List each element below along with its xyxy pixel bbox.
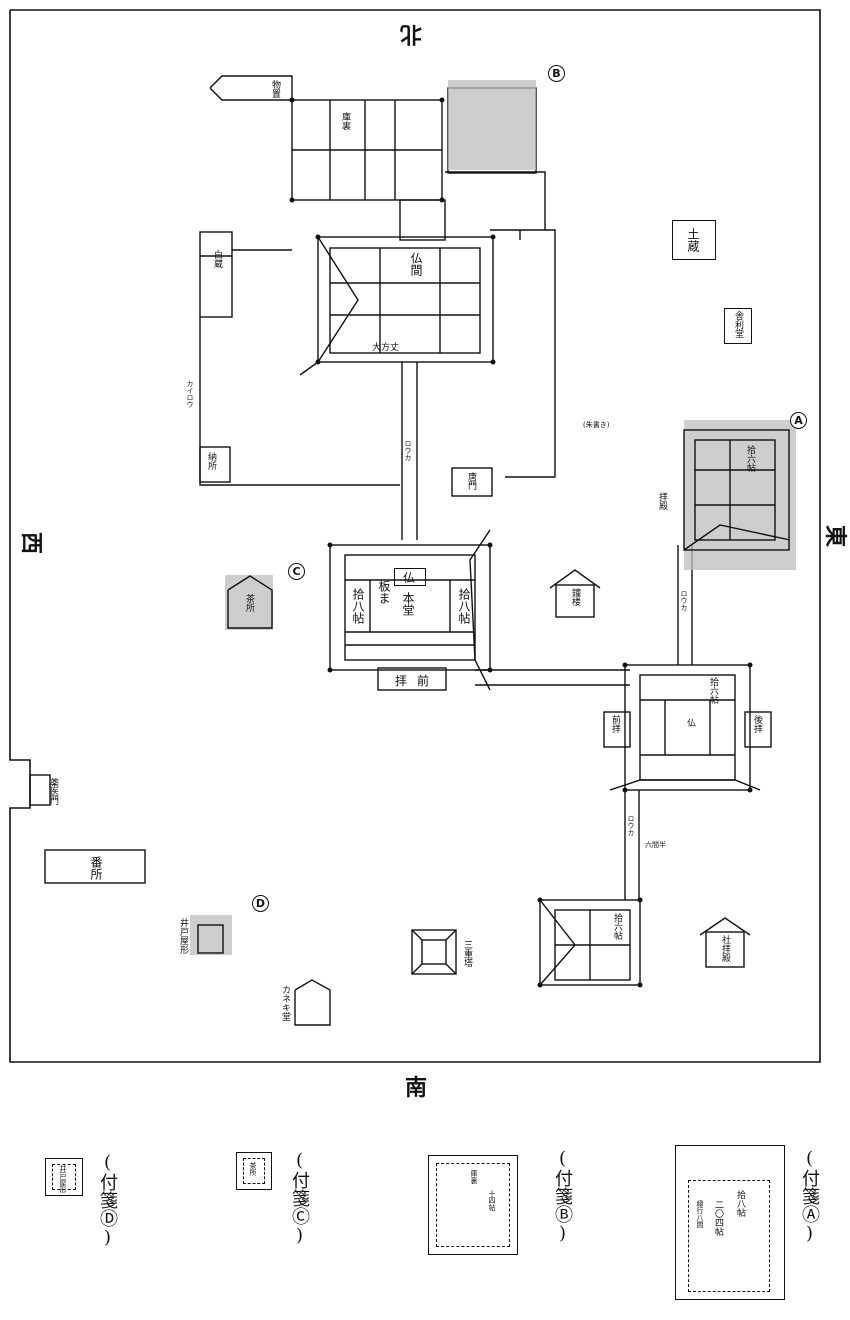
shari-building	[724, 308, 752, 344]
hondo-haizen: 拝前	[395, 674, 440, 688]
a-haiden: 拝殿	[657, 492, 667, 510]
kamiya-label: 納所	[206, 452, 216, 470]
east-jurokujo: 拾六帖	[708, 677, 718, 704]
fusen-a-title: (付箋Ⓐ)	[799, 1148, 820, 1244]
east-butsu: 仏	[685, 718, 695, 727]
hondo-juhachi-right: 拾八帖	[457, 588, 471, 624]
yakuimon-label: 薬医門	[48, 778, 58, 805]
fusen-b-title: (付箋Ⓑ)	[552, 1148, 573, 1244]
fusen-c-box	[236, 1152, 272, 1190]
south-label: 南	[405, 1075, 428, 1101]
fusen-b-box	[428, 1155, 518, 1255]
fusen-d-title: (付箋Ⓓ)	[97, 1152, 118, 1248]
fusen-c-title: (付箋Ⓒ)	[289, 1150, 310, 1246]
roka-mid: ロウカ	[404, 440, 412, 461]
sanbon-note: (朱書き)	[583, 421, 610, 429]
east-maehai: 前拝	[610, 715, 620, 733]
chasho-label: 茶所	[244, 594, 254, 612]
shoro-label: 鐘楼	[570, 588, 580, 606]
hondo-honzon: 本堂	[401, 592, 415, 616]
fusen-a-text2: 二〇四帖	[713, 1200, 723, 1236]
shrine-label: 社拝殿	[720, 935, 730, 962]
hondo-itama: 板ま	[377, 580, 391, 604]
fusen-b-text2: 十四帖	[488, 1190, 496, 1211]
west-label: 西	[18, 531, 45, 555]
fusen-c-text: 茶所	[249, 1162, 257, 1176]
dozo-building	[672, 220, 716, 260]
marker-c: C	[288, 563, 305, 580]
karamon-label: 唐門	[466, 472, 476, 490]
east-label: 東	[822, 524, 849, 548]
fusen-a-box	[675, 1145, 785, 1300]
kaneki-label: カネキ堂	[280, 985, 290, 1021]
marker-b: B	[548, 65, 565, 82]
south-jurokujo: 拾六帖	[612, 913, 622, 940]
bansho-label: 番所	[89, 856, 103, 880]
ohtake-label: 大方丈	[372, 343, 400, 353]
mokusho-label: 物置	[270, 80, 280, 98]
a-jurokujo: 拾六帖	[745, 445, 755, 472]
hondo-butsu: 仏	[403, 571, 416, 585]
fusen-a-text3: 縁行八間	[696, 1200, 704, 1228]
fusen-b-text1: 庫裏	[470, 1170, 478, 1184]
shirokura-label: 白蔵	[212, 250, 222, 268]
hondo-butsu-box	[394, 568, 426, 586]
dozo-label: 土蔵	[686, 228, 700, 252]
shari-label: 舎利堂	[733, 311, 743, 338]
sanju-label: 三重塔	[462, 940, 472, 967]
east-atohai: 後拝	[752, 715, 762, 733]
roka-south: ロウカ	[627, 815, 635, 836]
fusen-a-text1: 拾八帖	[735, 1190, 745, 1217]
kuri-label: 庫裏	[340, 112, 350, 130]
kairo-left: カイロウ	[186, 380, 194, 408]
fusen-b-inner	[436, 1163, 510, 1247]
hondo-juhachi-left: 拾八帖	[351, 588, 365, 624]
rokken-note: 六間半	[645, 841, 666, 849]
fusen-d-box	[45, 1158, 83, 1196]
fusen-a-inner	[688, 1180, 770, 1292]
north-label: 北	[400, 21, 423, 47]
fusen-d-text: 井戸屋形	[59, 1165, 67, 1193]
marker-a: A	[790, 412, 807, 429]
fusen-c-inner	[243, 1158, 265, 1184]
marker-d: D	[252, 895, 269, 912]
roka-east: ロウカ	[680, 590, 688, 611]
butsuma-label: 仏間	[409, 252, 423, 276]
fusen-d-inner	[52, 1164, 76, 1190]
idoyakata-label: 井戸屋形	[178, 918, 188, 954]
